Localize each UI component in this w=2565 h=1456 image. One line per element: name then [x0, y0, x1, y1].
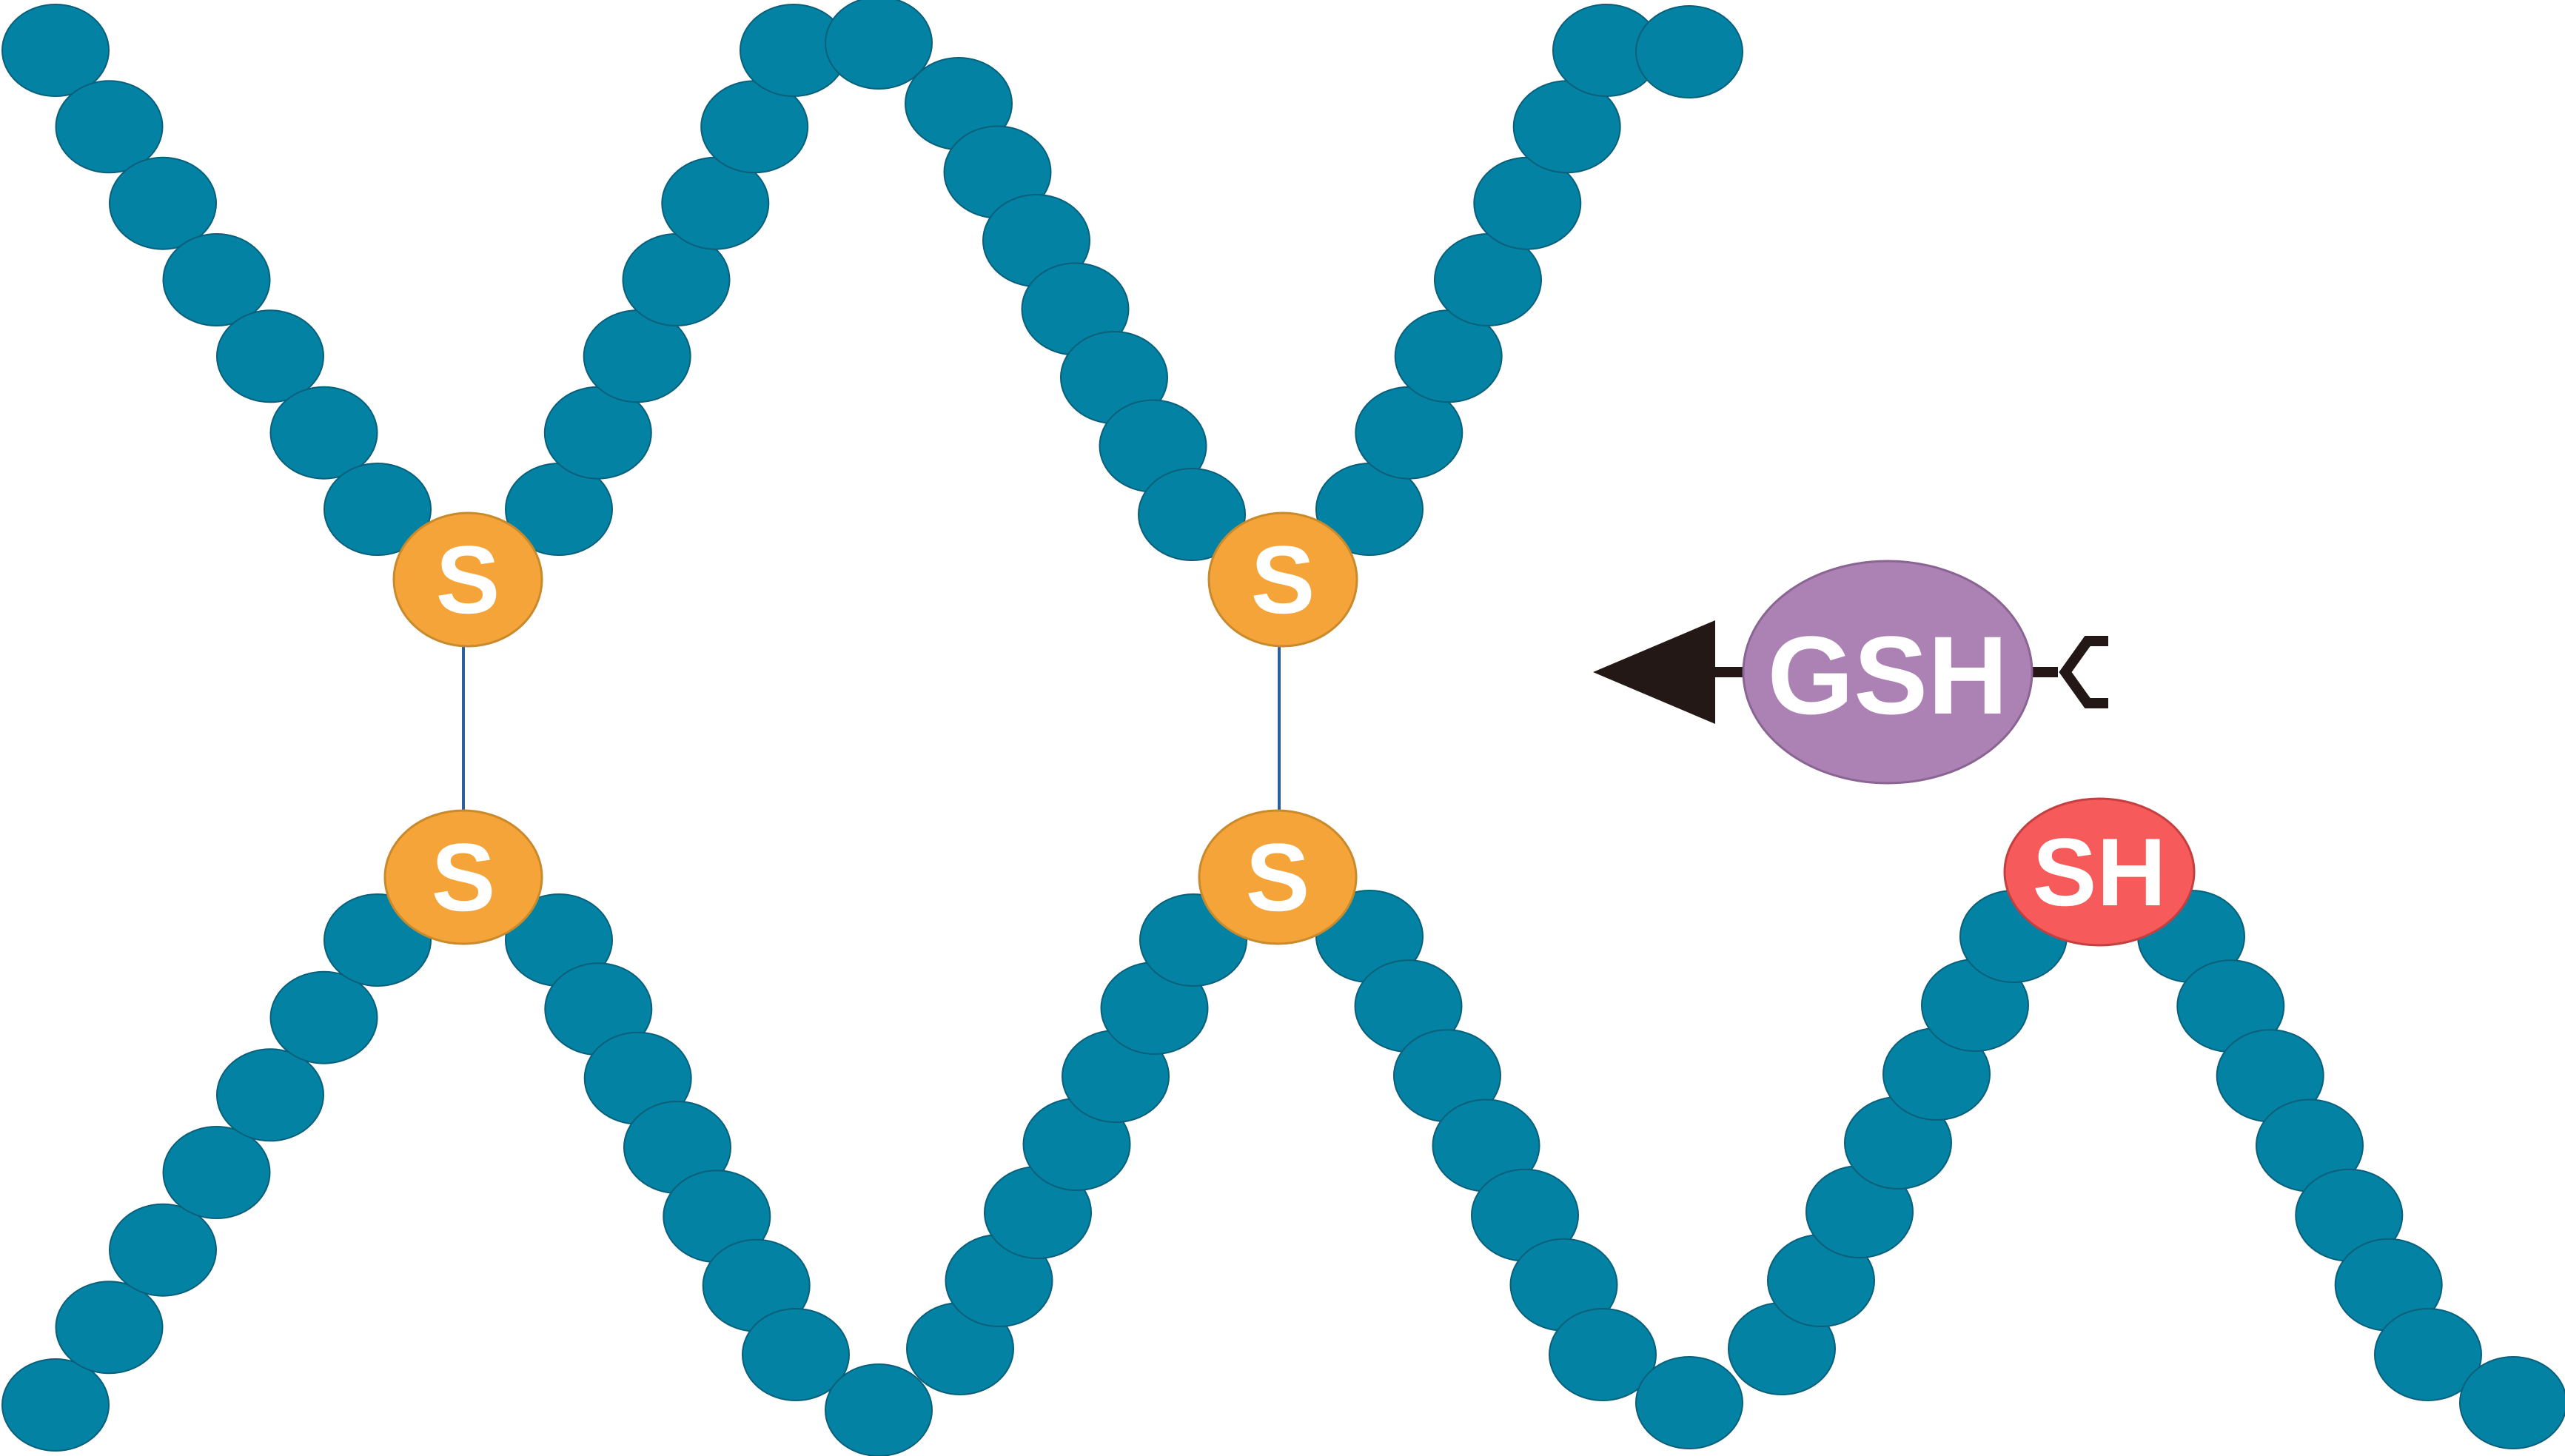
amino-acid-bead-bottom-3 [109, 1203, 217, 1297]
amino-acid-bead-bottom-44 [2374, 1308, 2482, 1401]
sulfur-atom-top-left: S [392, 511, 543, 648]
amino-acid-bead-bottom-45 [2459, 1356, 2565, 1449]
amino-acid-bead-top-5 [216, 309, 324, 403]
amino-acid-bead-top-2 [55, 80, 164, 174]
amino-acid-bead-bottom-15 [825, 1363, 933, 1456]
amino-acid-bead-bottom-4 [162, 1126, 271, 1219]
sulfur-label: S [1246, 823, 1310, 931]
arrowhead-icon [1593, 620, 1715, 724]
thiol-group: SH [2003, 797, 2196, 947]
sulfur-atom-top-right: S [1207, 511, 1358, 648]
amino-acid-bead-bottom-5 [216, 1048, 324, 1142]
amino-acid-bead-top-7 [323, 463, 432, 556]
sulfur-label: S [432, 823, 496, 931]
amino-acid-bead-bottom-6 [269, 970, 378, 1064]
amino-acid-bead-bottom-1 [1, 1358, 110, 1452]
arrow-tail-icon [2059, 636, 2108, 708]
amino-acid-bead-top-30 [1635, 5, 1743, 98]
sulfur-atom-bottom-right: S [1198, 809, 1358, 945]
sulfur-atom-bottom-left: S [383, 809, 543, 945]
amino-acid-bead-top-4 [162, 233, 271, 326]
amino-acid-bead-bottom-29 [1549, 1308, 1657, 1401]
glutathione-label: GSH [1767, 613, 2008, 737]
amino-acid-bead-top-1 [1, 4, 110, 97]
sulfur-label: S [436, 526, 500, 634]
sulfur-label: S [1251, 526, 1315, 634]
amino-acid-bead-top-6 [269, 386, 378, 480]
amino-acid-bead-bottom-2 [55, 1281, 164, 1375]
glutathione-molecule: GSH [1742, 560, 2033, 785]
amino-acid-bead-top-3 [109, 156, 217, 250]
amino-acid-bead-top-22 [1138, 468, 1246, 561]
thiol-label: SH [2033, 818, 2167, 926]
amino-acid-bead-bottom-14 [742, 1308, 850, 1401]
amino-acid-bead-bottom-30 [1635, 1356, 1743, 1449]
amino-acid-bead-top-15 [825, 0, 933, 90]
